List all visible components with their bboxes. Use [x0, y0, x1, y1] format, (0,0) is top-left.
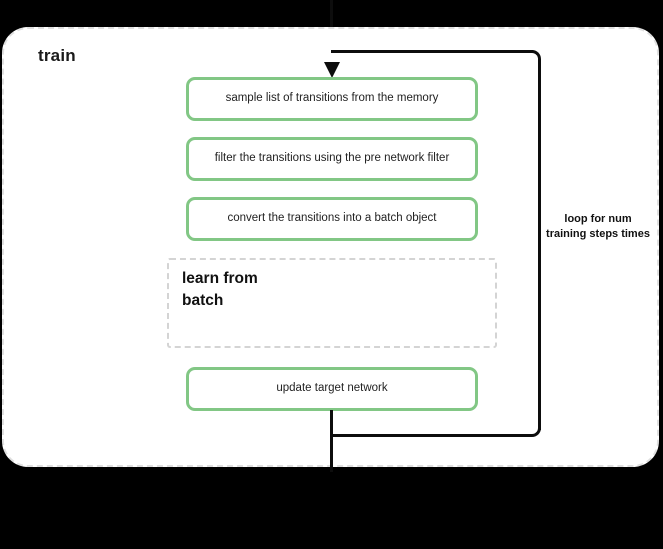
loop-bottom-segment: [331, 434, 529, 437]
step-label-update: update target network: [276, 382, 388, 395]
step-label-sample: sample list of transitions from the memo…: [225, 92, 439, 105]
loop-right-segment: [538, 60, 541, 430]
exit-line: [330, 410, 333, 472]
step-box-convert[interactable]: convert the transitions into a batch obj…: [186, 197, 478, 241]
train-scope-title: train: [38, 46, 76, 65]
arrow-down-icon: [324, 62, 340, 78]
loop-top-segment: [331, 50, 533, 53]
loop-corner-bottom-right: [525, 421, 541, 437]
loop-corner-top-right: [525, 50, 541, 66]
step-box-filter[interactable]: filter the transitions using the pre net…: [186, 137, 478, 181]
learn-from-batch-title: learn from batch: [182, 270, 258, 310]
step-box-update-target-network[interactable]: update target network: [186, 367, 478, 411]
step-label-filter: filter the transitions using the pre net…: [214, 152, 450, 165]
learn-from-batch-group: learn from batch: [167, 258, 497, 348]
step-box-sample[interactable]: sample list of transitions from the memo…: [186, 77, 478, 121]
step-label-convert: convert the transitions into a batch obj…: [227, 212, 437, 225]
loop-label: loop for num training steps times: [546, 213, 650, 240]
